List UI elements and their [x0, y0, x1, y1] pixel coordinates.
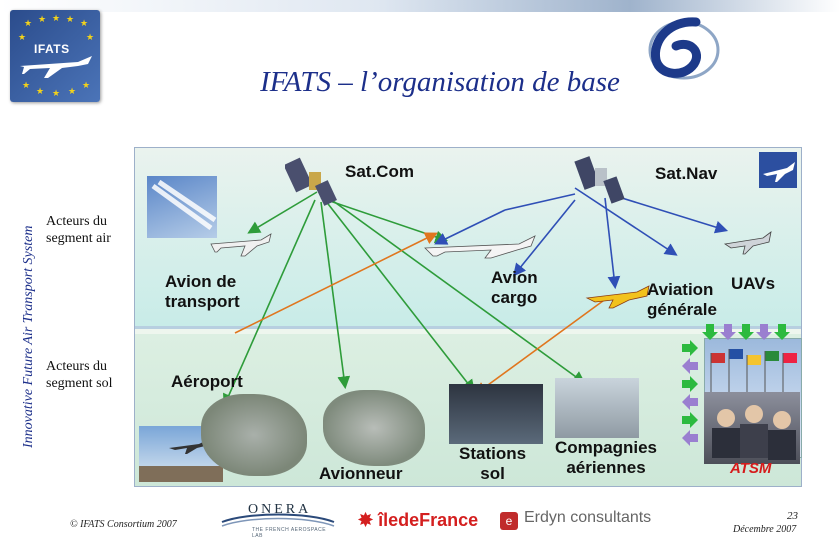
- eu-stars-icon: ★★★ ★★★ ★★★ ★★★: [18, 13, 95, 98]
- satnav-satellite-icon: [574, 156, 625, 204]
- erdyn-logo: e Erdyn consultants: [500, 509, 651, 530]
- cargo-aircraft-icon: [424, 235, 536, 259]
- onera-logo-text: ONERA: [248, 502, 312, 517]
- atsm-arrows: [682, 324, 790, 446]
- organisation-diagram: Sat.Com Sat.Nav Avion de transport Avion…: [134, 147, 802, 487]
- iledefrance-logo: ✸ îledeFrance: [358, 510, 478, 531]
- label-avionneur: Avionneur: [319, 464, 403, 483]
- airline-building-photo: [555, 378, 639, 438]
- erdyn-logo-text: Erdyn consultants: [524, 509, 652, 526]
- footer-date: Décembre 2007: [733, 524, 797, 535]
- label-satcom: Sat.Com: [345, 162, 414, 181]
- erdyn-mark-icon: e: [500, 512, 518, 530]
- label-avion-transport: Avion de transport: [165, 272, 240, 311]
- contrail-photo: [147, 176, 217, 238]
- general-aviation-icon: [585, 285, 650, 309]
- atsm-meeting-photo: [704, 392, 800, 464]
- page-title: IFATS – l’organisation de base: [260, 66, 620, 98]
- transport-aircraft-icon: [210, 233, 272, 257]
- page-number: 23: [787, 510, 798, 522]
- side-label-air: Acteurs du segment air: [44, 213, 113, 247]
- airplane-icon: [20, 56, 92, 78]
- satcom-satellite-icon: [285, 157, 337, 206]
- label-stations-sol: Stations sol: [459, 444, 527, 483]
- label-aeroport: Aéroport: [171, 372, 243, 391]
- ifats-small-logo-icon: [759, 152, 797, 188]
- airport-aerial-photo: [201, 394, 307, 476]
- header-band: [0, 0, 840, 12]
- label-compagnies: Compagnies aériennes: [555, 438, 658, 477]
- ifats-logo: ★★★ ★★★ ★★★ ★★★ IFATS: [10, 10, 100, 102]
- onera-tagline: THE FRENCH AEROSPACE LAB: [252, 527, 327, 539]
- ifats-logo-text: IFATS: [34, 42, 70, 56]
- side-label-sol: Acteurs du segment sol: [44, 358, 115, 392]
- footer-copyright: © IFATS Consortium 2007: [70, 519, 177, 530]
- label-uavs: UAVs: [731, 274, 776, 293]
- uav-icon: [723, 231, 772, 255]
- label-aviation-generale: Aviation générale: [647, 280, 717, 319]
- label-atsm: ATSM: [730, 460, 772, 477]
- iledefrance-logo-text: îledeFrance: [378, 510, 479, 530]
- onera-logo: ONERA THE FRENCH AEROSPACE LAB: [218, 500, 336, 539]
- side-title: Innovative Future Air Transport System: [21, 225, 36, 448]
- label-satnav: Sat.Nav: [655, 164, 718, 183]
- link-lines: [223, 187, 729, 407]
- label-avion-cargo: Avion cargo: [491, 268, 538, 307]
- ground-station-photo: [449, 384, 543, 444]
- fp6-logo: [648, 17, 720, 80]
- star-icon: ✸: [358, 510, 374, 530]
- manufacturer-aerial-photo: [323, 390, 425, 466]
